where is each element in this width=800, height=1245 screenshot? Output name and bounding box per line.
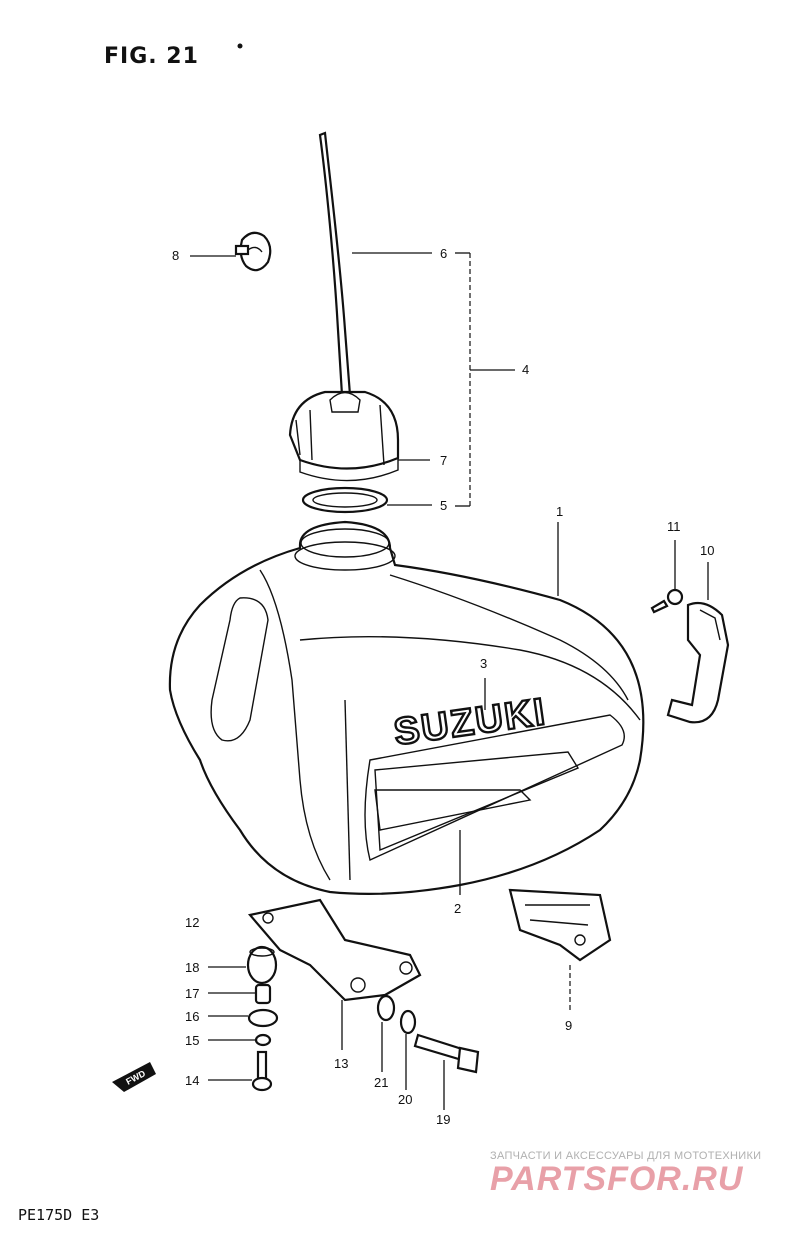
plain-washer [376, 994, 396, 1022]
watermark-tagline: ЗАПЧАСТИ И АКСЕССУАРЫ ДЛЯ МОТОТЕХНИКИ [490, 1150, 762, 1162]
callout-17: 17 [185, 986, 199, 1001]
callout-11: 11 [667, 519, 681, 534]
callout-19: 19 [436, 1112, 450, 1127]
callout-2: 2 [454, 901, 461, 916]
model-code: PE175D E3 [18, 1206, 100, 1224]
callout-21: 21 [374, 1075, 388, 1090]
callout-13: 13 [334, 1056, 348, 1071]
hose-clamp [234, 231, 272, 272]
callout-6: 6 [440, 246, 447, 261]
watermark-logo: PARTSFOR.RU [490, 1160, 744, 1198]
fwd-arrow: FWD [112, 1062, 156, 1092]
callout-20: 20 [398, 1092, 412, 1107]
rubber-cushion [246, 945, 278, 985]
front-mount-bracket [247, 898, 422, 1002]
mount-bolt [251, 1050, 273, 1092]
callout-10: 10 [700, 543, 714, 558]
lock-washer [254, 1033, 272, 1047]
bracket-bolt [650, 588, 684, 614]
callout-9: 9 [565, 1018, 572, 1033]
callout-4: 4 [522, 362, 529, 377]
breather-hose [318, 131, 352, 397]
callout-15: 15 [185, 1033, 199, 1048]
callout-16: 16 [185, 1009, 199, 1024]
spacer-collar [254, 983, 272, 1005]
flat-washer [247, 1008, 279, 1028]
through-bolt [413, 1033, 480, 1074]
fuel-cap [288, 390, 400, 482]
speck [237, 43, 243, 49]
figure-title: FIG. 21 [104, 44, 199, 69]
callout-3: 3 [480, 656, 487, 671]
callout-14: 14 [185, 1073, 199, 1088]
callout-12: 12 [185, 915, 199, 930]
callout-7: 7 [440, 453, 447, 468]
rear-mount-bracket [508, 888, 612, 962]
spring-washer [399, 1009, 417, 1035]
cap-gasket [301, 486, 389, 514]
callout-18: 18 [185, 960, 199, 975]
side-bracket [666, 601, 730, 724]
callout-8: 8 [172, 248, 179, 263]
callout-5: 5 [440, 498, 447, 513]
fuel-tank: SUZUKI [168, 520, 645, 895]
callout-1: 1 [556, 504, 563, 519]
